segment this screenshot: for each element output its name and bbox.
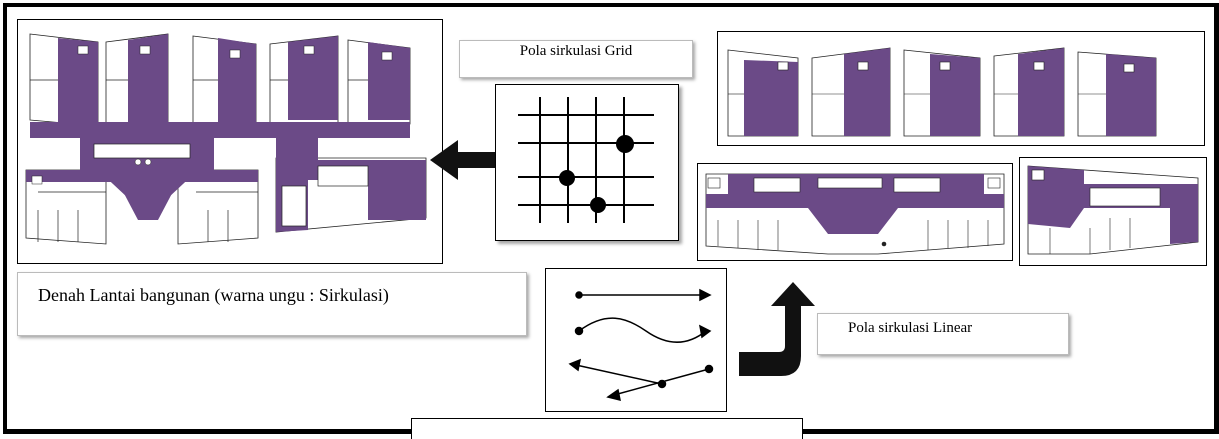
left-arrow-icon (430, 138, 500, 182)
grid-pattern-diagram (495, 84, 679, 241)
floor-plan-upper-wings (717, 31, 1205, 146)
up-turn-arrow-icon (735, 278, 815, 382)
floor-plan-caption: Denah Lantai bangunan (warna ungu : Sirk… (17, 272, 527, 336)
grid-pattern-caption: Pola sirkulasi Grid (459, 40, 693, 78)
floor-plan-right-block (1019, 157, 1207, 266)
floor-plan-combined (17, 19, 443, 264)
grid-pattern-label: Pola sirkulasi Grid (519, 43, 633, 59)
linear-pattern-label: Pola sirkulasi Linear (848, 320, 973, 336)
floor-plan-central (697, 163, 1013, 261)
empty-caption-box (411, 418, 803, 439)
linear-pattern-caption: Pola sirkulasi Linear (817, 313, 1069, 355)
floor-plan-label: Denah Lantai bangunan (warna ungu : Sirk… (38, 285, 389, 305)
linear-pattern-diagram (545, 268, 727, 412)
